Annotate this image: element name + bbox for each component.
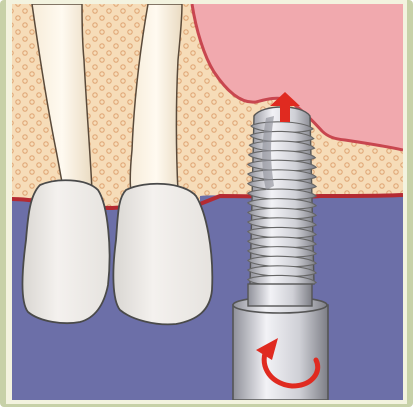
tooth-crown-left	[23, 180, 110, 323]
tooth-crown-right	[113, 184, 212, 325]
implant-driver-neck	[248, 284, 312, 306]
dental-implant	[248, 107, 316, 286]
